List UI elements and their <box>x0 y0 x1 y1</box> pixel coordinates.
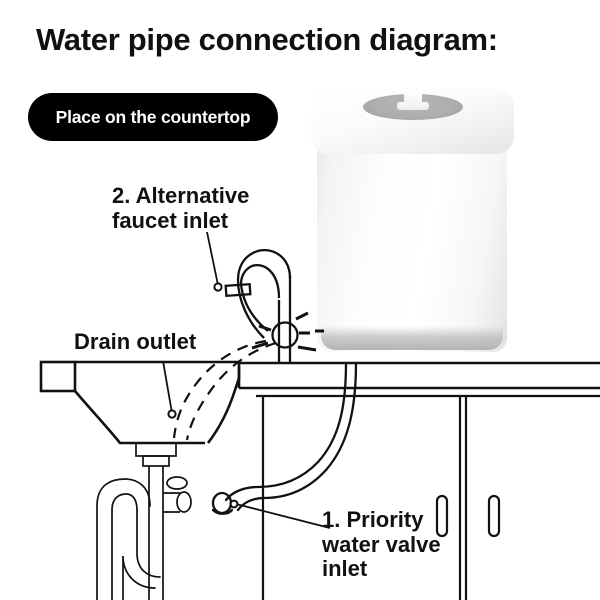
leader-dot-drain-outlet <box>167 409 177 419</box>
appliance-lid <box>311 88 514 154</box>
appliance-lid-tab <box>404 91 422 108</box>
leader-dot-faucet-inlet <box>213 282 223 292</box>
tick-up-right <box>295 311 309 321</box>
drain-flange <box>135 442 177 457</box>
supply-tube <box>211 361 358 515</box>
faucet-spout-inner <box>239 283 269 332</box>
cabinet-door-left-handle <box>435 494 449 538</box>
water-flow-dash-inner <box>185 341 277 441</box>
leader-line-priority-valve <box>235 503 331 529</box>
drain-nut <box>142 455 170 467</box>
p-trap-inner <box>111 493 161 600</box>
gooseneck-faucet <box>224 249 299 363</box>
callout-label-drain-outlet: Drain outlet <box>74 329 197 354</box>
cabinet-door-right-handle <box>487 494 501 538</box>
faucet-connector-fitting <box>224 282 252 298</box>
drain-branch-cap <box>176 491 192 513</box>
callout-dots <box>167 282 239 509</box>
p-trap <box>96 478 161 600</box>
p-trap-outer-bottom <box>122 555 156 600</box>
leader-dot-priority-valve <box>229 499 239 509</box>
supply-tube-inner <box>236 361 358 512</box>
water-flow-dash-outer <box>172 339 267 439</box>
p-trap-outer-left <box>96 478 151 600</box>
leader-line-faucet-inlet <box>206 231 219 286</box>
faucet-arc-inner <box>239 264 281 299</box>
water-purifier-appliance <box>311 88 514 356</box>
faucet-motion-ticks <box>251 311 324 352</box>
appliance-body <box>317 130 507 352</box>
leader-line-drain-outlet <box>162 360 173 414</box>
water-flow-dashes <box>172 339 277 441</box>
page-title: Water pipe connection diagram: <box>36 22 498 57</box>
sink-overflow-tab <box>39 360 77 393</box>
drain-branch-washer <box>166 476 188 490</box>
sink-left-wall <box>74 390 205 445</box>
tick-left-2 <box>251 341 269 350</box>
callout-label-alternative-faucet-inlet: 2. Alternative faucet inlet <box>112 183 250 233</box>
supply-tube-nut-base <box>211 508 234 515</box>
status-badge: Place on the countertop <box>28 93 278 141</box>
tick-right-3 <box>297 345 317 352</box>
sink-right-wall <box>206 366 241 444</box>
supply-tube-nut <box>211 491 233 515</box>
sink-basin <box>39 360 241 445</box>
drain-assembly <box>135 442 192 600</box>
tick-left-1 <box>258 324 272 332</box>
status-badge-label: Place on the countertop <box>55 106 251 127</box>
supply-tube-outer <box>224 361 348 502</box>
callout-label-priority-water-valve-inlet: 1. Priority water valve inlet <box>322 507 441 582</box>
appliance-base-shadow <box>321 326 503 350</box>
countertop <box>237 361 600 390</box>
callout-leaders <box>162 231 331 529</box>
faucet-joint-ball <box>271 321 299 349</box>
faucet-arc-outer <box>236 249 292 281</box>
cabinet-handles[interactable] <box>435 494 501 538</box>
